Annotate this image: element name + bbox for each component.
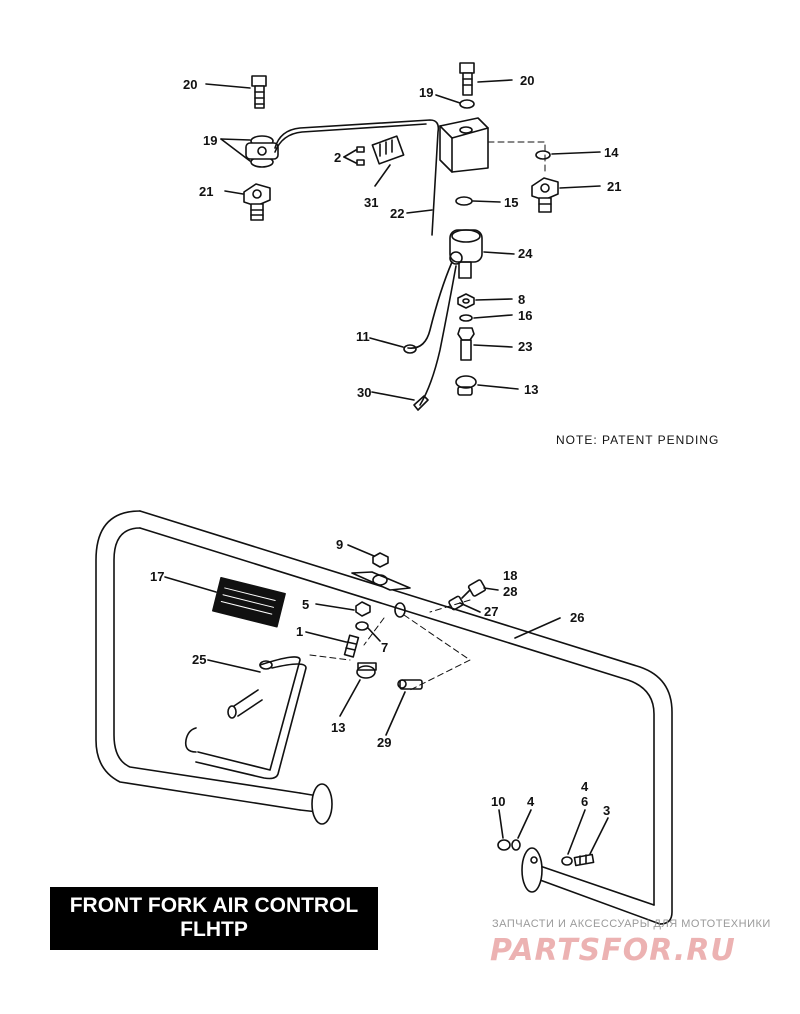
wire-30 bbox=[419, 265, 457, 406]
callout-29: 29 bbox=[377, 735, 391, 750]
callout-8: 8 bbox=[518, 292, 525, 307]
callout-2: 2 bbox=[334, 150, 341, 165]
callout-4-top: 4 bbox=[581, 779, 589, 794]
screw-1 bbox=[343, 634, 360, 658]
callout-18: 18 bbox=[503, 568, 517, 583]
callout-21-right: 21 bbox=[607, 179, 621, 194]
callout-5: 5 bbox=[302, 597, 309, 612]
mount-stub-left bbox=[299, 783, 333, 825]
connector-31 bbox=[371, 135, 405, 165]
o-ring-16 bbox=[459, 314, 473, 322]
callout-27: 27 bbox=[484, 604, 498, 619]
terminal-30 bbox=[413, 395, 429, 411]
callout-30: 30 bbox=[357, 385, 371, 400]
routing-dashes bbox=[309, 599, 471, 691]
callout-20-left: 20 bbox=[183, 77, 197, 92]
terminal-11 bbox=[403, 344, 417, 354]
decal-17 bbox=[212, 576, 286, 628]
callout-1: 1 bbox=[296, 624, 303, 639]
connector-2 bbox=[356, 146, 365, 166]
callout-19-right: 19 bbox=[419, 85, 433, 100]
clamp-13-top bbox=[455, 375, 477, 396]
nut-9 bbox=[372, 552, 389, 568]
gauge-24 bbox=[449, 229, 483, 279]
callout-13-top: 13 bbox=[524, 382, 538, 397]
mount-bracket bbox=[351, 571, 411, 618]
callout-31: 31 bbox=[364, 195, 378, 210]
callout-9: 9 bbox=[336, 537, 343, 552]
callout-24: 24 bbox=[518, 246, 533, 261]
callout-17: 17 bbox=[150, 569, 164, 584]
callout-21-left: 21 bbox=[199, 184, 213, 199]
callout-26: 26 bbox=[570, 610, 584, 625]
o-ring-14 bbox=[535, 150, 551, 160]
callout-14: 14 bbox=[604, 145, 619, 160]
callout-20-right: 20 bbox=[520, 73, 534, 88]
fitting-23 bbox=[457, 327, 475, 361]
callout-28: 28 bbox=[503, 584, 517, 599]
manifold-block bbox=[439, 117, 489, 173]
callout-16: 16 bbox=[518, 308, 532, 323]
callout-15: 15 bbox=[504, 195, 518, 210]
callout-6: 6 bbox=[581, 794, 588, 809]
washer-19-right bbox=[459, 99, 475, 109]
o-ring-15 bbox=[455, 196, 473, 206]
callout-10: 10 bbox=[491, 794, 505, 809]
washer-7 bbox=[355, 621, 369, 631]
bolt-20-left bbox=[251, 75, 267, 109]
callout-4: 4 bbox=[527, 794, 535, 809]
callout-numbers: 20 20 19 19 21 21 2 31 14 15 22 24 8 16 … bbox=[150, 73, 621, 818]
guard-frame-26 bbox=[95, 510, 673, 925]
callout-13-bottom: 13 bbox=[331, 720, 345, 735]
callout-11: 11 bbox=[356, 329, 370, 344]
washer-10 bbox=[497, 839, 511, 851]
watermark-tagline: ЗАПЧАСТИ И АКСЕССУАРЫ ДЛЯ МОТОТЕХНИКИ bbox=[492, 918, 771, 930]
banjo-fitting-left bbox=[245, 142, 279, 160]
callout-19-left: 19 bbox=[203, 133, 217, 148]
valve-18-28 bbox=[461, 579, 487, 599]
callout-22: 22 bbox=[390, 206, 404, 221]
title-line-1: FRONT FORK AIR CONTROL bbox=[69, 894, 359, 917]
bolt-3 bbox=[573, 853, 595, 867]
watermark-brand: PARTSFOR.RU bbox=[490, 933, 736, 968]
clamp-13-bottom bbox=[356, 662, 377, 679]
mount-stub-right bbox=[521, 847, 661, 925]
callout-25: 25 bbox=[192, 652, 206, 667]
wire-11 bbox=[407, 261, 453, 349]
air-line-22 bbox=[274, 119, 440, 236]
washer-4-6 bbox=[561, 856, 573, 866]
bolt-20-right bbox=[459, 62, 475, 96]
nut-21-left bbox=[243, 183, 271, 221]
air-hose-25 bbox=[184, 656, 307, 780]
callout-3: 3 bbox=[603, 803, 610, 818]
title-box: FRONT FORK AIR CONTROL FLHTP bbox=[50, 887, 378, 950]
title-line-2: FLHTP bbox=[180, 918, 248, 941]
washer-4-left bbox=[511, 839, 521, 851]
nut-8 bbox=[457, 293, 475, 309]
nut-5 bbox=[355, 601, 371, 617]
patent-note: NOTE: PATENT PENDING bbox=[556, 433, 720, 447]
callout-23: 23 bbox=[518, 339, 532, 354]
fitting-29 bbox=[397, 679, 423, 690]
callout-7: 7 bbox=[381, 640, 388, 655]
nut-21-right bbox=[531, 177, 559, 213]
